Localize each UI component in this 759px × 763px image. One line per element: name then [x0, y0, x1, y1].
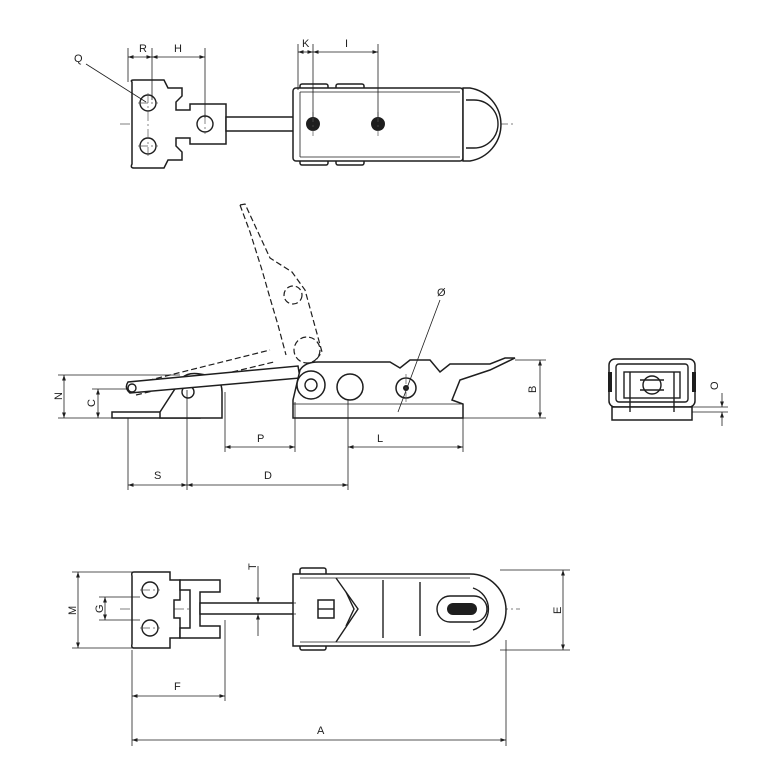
bottom-logo-mark — [447, 603, 477, 615]
dim-label-h: H — [174, 43, 182, 55]
side-lever-open — [239, 203, 323, 369]
top-body-hole-right — [371, 117, 385, 131]
top-view: R H K I Q — [74, 38, 515, 169]
end-view-inner — [623, 371, 681, 399]
side-pivot-inner — [304, 378, 318, 392]
top-body-hole-left — [306, 117, 320, 131]
top-hook-loop — [462, 87, 502, 162]
dim-label-e: E — [552, 607, 564, 614]
dim-label-g: G — [94, 604, 106, 613]
dim-label-k: K — [302, 38, 310, 50]
top-base-plate — [130, 79, 227, 169]
dim-label-o: O — [709, 381, 721, 390]
dim-label-i: I — [345, 38, 348, 50]
dim-label-r: R — [139, 43, 147, 55]
bottom-body-fold — [335, 577, 359, 643]
dim-label-f: F — [174, 681, 181, 693]
bottom-base-plate — [131, 571, 181, 649]
top-rod — [225, 116, 295, 132]
side-view: N C B P L S D Ø — [53, 203, 546, 490]
side-hole-middle — [336, 373, 364, 401]
dim-label-c: C — [86, 399, 98, 407]
dim-label-l: L — [377, 433, 383, 445]
dim-label-m: M — [67, 606, 79, 615]
dim-label-diameter: Ø — [437, 287, 446, 299]
dim-label-b: B — [527, 386, 539, 393]
bottom-logo-slot — [436, 595, 488, 623]
dim-label-s: S — [154, 470, 161, 482]
leader-q — [85, 63, 147, 103]
top-hook-slot — [466, 99, 499, 149]
dim-label-q: Q — [74, 53, 83, 65]
leader-diameter — [397, 299, 441, 413]
end-view-base — [611, 406, 693, 421]
end-view: O — [608, 358, 728, 426]
dim-label-n: N — [53, 392, 65, 400]
dim-label-a: A — [317, 725, 325, 737]
side-lever-joint-dashed — [293, 336, 321, 364]
end-view-body — [608, 358, 696, 408]
side-lever-pivot-dashed — [283, 285, 303, 305]
dim-label-p: P — [257, 433, 264, 445]
side-link-bar — [125, 365, 301, 394]
bottom-rod — [199, 602, 296, 615]
bottom-view: M G T E F A — [67, 563, 570, 746]
side-link-end — [127, 383, 137, 393]
side-pivot-outer — [296, 370, 326, 400]
dim-label-t: T — [247, 563, 259, 570]
dim-label-d: D — [264, 470, 272, 482]
